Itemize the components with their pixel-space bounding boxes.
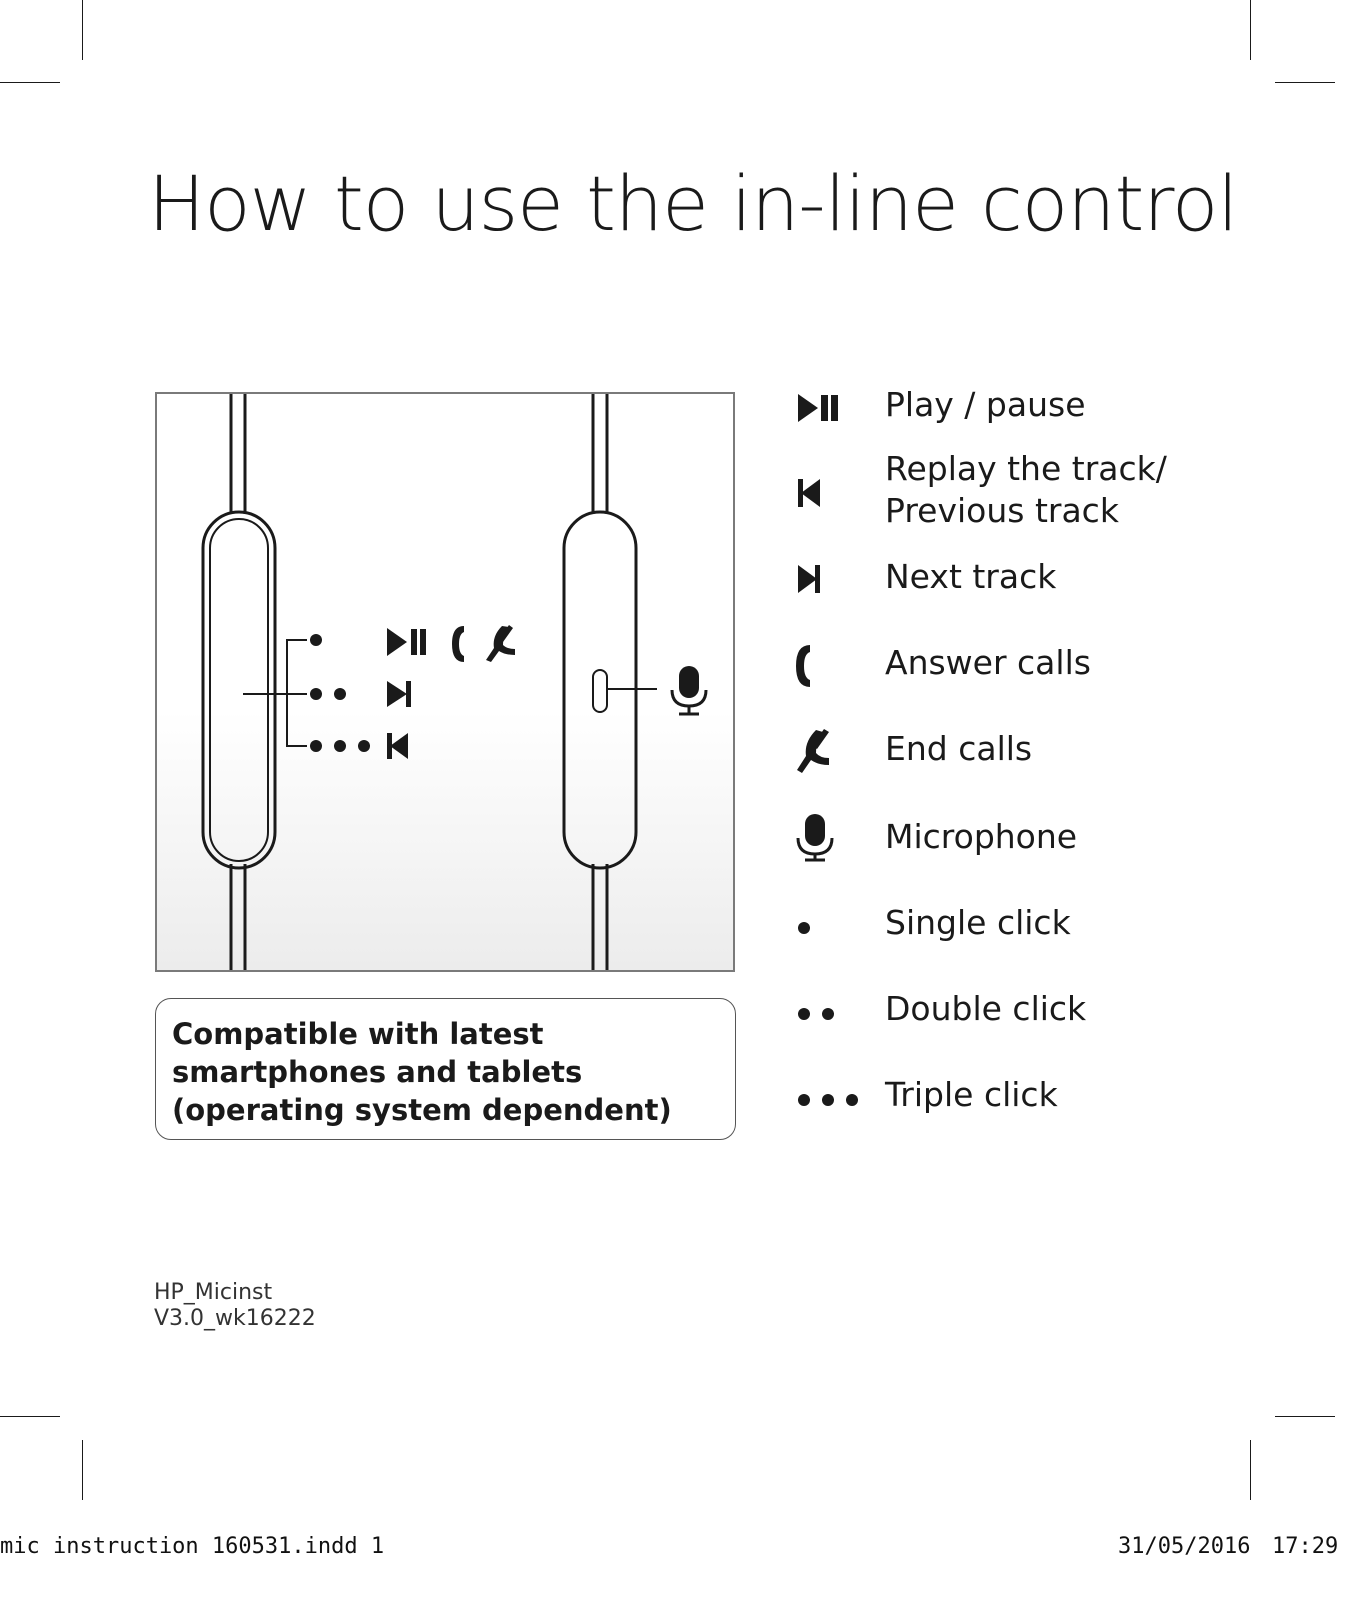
slug-time: 17:29 <box>1272 1534 1339 1559</box>
page-title: How to use the in-line control <box>148 159 1238 248</box>
single-dot-icon <box>798 922 810 934</box>
note-line: smartphones and tablets <box>172 1055 583 1089</box>
play-pause-icon <box>798 394 838 422</box>
slug-date: 31/05/2016 <box>1118 1534 1251 1559</box>
microphone-icon <box>796 814 834 862</box>
legend-label: Previous track <box>885 491 1119 530</box>
crop-mark <box>1275 82 1335 83</box>
legend-label: End calls <box>885 729 1033 768</box>
crop-mark <box>1250 1440 1251 1500</box>
crop-mark <box>1275 1416 1335 1417</box>
compatibility-note: Compatible with latest smartphones and t… <box>155 998 736 1140</box>
document-code-line: V3.0_wk16222 <box>154 1306 316 1331</box>
legend-label: Microphone <box>885 817 1078 856</box>
crop-mark <box>0 1416 60 1417</box>
slug-filename: mic instruction 160531.indd 1 <box>0 1534 385 1559</box>
diagram-drawing <box>201 394 708 970</box>
end-call-icon <box>797 729 829 773</box>
triple-dot-icon <box>798 1094 858 1106</box>
legend-label: Single click <box>885 903 1071 942</box>
crop-mark <box>82 0 83 60</box>
legend-label: Next track <box>885 557 1057 596</box>
legend-label: Replay the track/ <box>885 449 1167 488</box>
note-line: Compatible with latest <box>172 1017 544 1051</box>
document-code: HP_Micinst V3.0_wk16222 <box>154 1280 316 1332</box>
crop-mark <box>0 82 60 83</box>
legend-label: Answer calls <box>885 643 1091 682</box>
next-track-icon <box>798 565 820 593</box>
double-dot-icon <box>798 1008 834 1020</box>
crop-mark <box>1250 0 1251 60</box>
inline-control-diagram <box>155 392 735 972</box>
crop-mark <box>82 1440 83 1500</box>
legend-label: Double click <box>885 989 1087 1028</box>
note-line: (operating system dependent) <box>172 1093 672 1127</box>
legend-label: Play / pause <box>885 385 1086 424</box>
answer-call-icon <box>796 645 810 687</box>
previous-track-icon <box>798 479 820 507</box>
legend-label: Triple click <box>885 1075 1058 1114</box>
document-code-line: HP_Micinst <box>154 1280 273 1305</box>
